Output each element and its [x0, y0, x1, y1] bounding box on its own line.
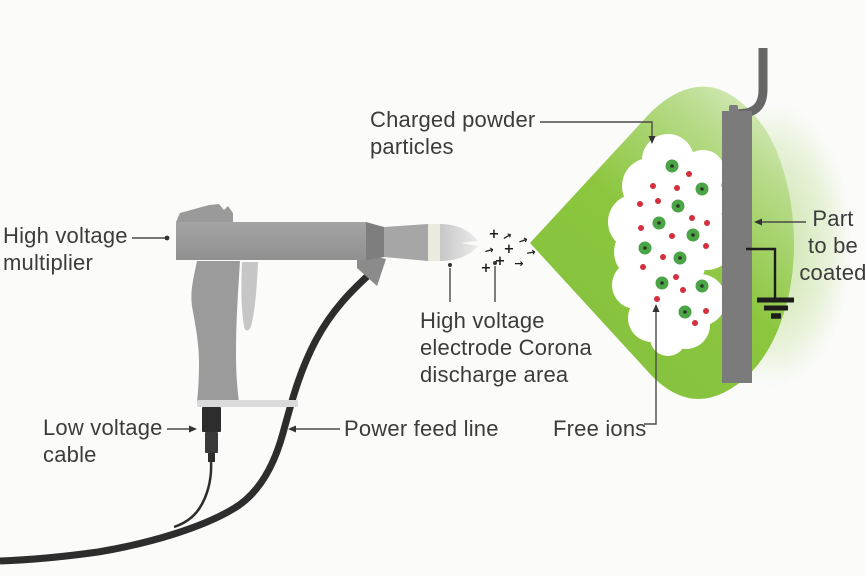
ion-arrow-glyph: → — [517, 233, 530, 248]
barrel-end — [366, 222, 384, 260]
powder-particle — [678, 305, 692, 319]
corona-discharge-ions: +→→+→+→→+ — [481, 227, 537, 276]
free-ion-dot — [689, 215, 695, 221]
free-ion-dot — [654, 296, 660, 302]
label-charged-powder-particles: Charged powder particles — [370, 107, 536, 159]
free-ion-dot — [637, 201, 643, 207]
gun-barrel — [176, 222, 367, 260]
gun-top-piece — [176, 204, 233, 222]
free-ion-dot — [650, 183, 656, 189]
powder-particle — [695, 182, 709, 196]
powder-particle — [695, 279, 709, 293]
positive-ion-glyph: + — [504, 242, 515, 257]
free-ion-dot — [660, 254, 666, 260]
leader-charged-powder — [540, 121, 656, 144]
label-power-feed-line: Power feed line — [344, 416, 499, 441]
gun-trigger — [241, 262, 258, 331]
free-ion-dot — [638, 225, 644, 231]
nozzle-tip — [440, 224, 478, 261]
positive-ion-glyph: + — [489, 227, 500, 242]
powder-particle — [638, 241, 652, 255]
label-part-to-be-coated: Part to be coated — [799, 206, 865, 285]
powder-particle — [655, 276, 669, 290]
powder-particle — [665, 159, 679, 173]
free-ion-dot — [692, 320, 698, 326]
leader-part-to-be-coated — [754, 218, 806, 226]
powder-particle — [671, 199, 685, 213]
label-free-ions: Free ions — [553, 416, 647, 441]
leader-high-voltage-electrode — [448, 261, 497, 302]
free-ion-dot — [686, 171, 692, 177]
free-ion-dot — [669, 233, 675, 239]
spray-gun — [0, 204, 478, 565]
positive-ion-glyph: + — [495, 254, 506, 269]
ion-arrow-glyph: → — [514, 257, 523, 270]
positive-ion-glyph: + — [481, 261, 492, 276]
handle-base-plate — [197, 400, 298, 407]
nozzle-band — [428, 224, 440, 261]
free-ion-dot — [673, 274, 679, 280]
nozzle-body — [384, 224, 428, 261]
free-ion-dot — [703, 243, 709, 249]
low-voltage-cable-line — [173, 461, 213, 529]
free-ion-dot — [674, 185, 680, 191]
powder-particle — [686, 228, 700, 242]
leader-high-voltage-multiplier — [132, 235, 170, 241]
gun-handle — [191, 261, 240, 402]
free-ion-dot — [704, 220, 710, 226]
cable-boot — [357, 252, 386, 286]
powder-particle — [652, 216, 666, 230]
free-ion-dot — [655, 198, 661, 204]
ground-symbol — [746, 247, 794, 319]
leader-power-feed-line — [288, 425, 340, 433]
power-feed-cable — [0, 269, 375, 565]
coated-part-bar — [722, 111, 752, 383]
free-ion-dot — [703, 308, 709, 314]
label-low-voltage-cable: Low voltage cable — [43, 415, 163, 467]
label-high-voltage-electrode: High voltage electrode Corona discharge … — [420, 308, 592, 387]
leader-lines — [132, 121, 806, 433]
ion-arrow-glyph: → — [483, 243, 495, 258]
charged-powder-particles — [638, 159, 709, 319]
leader-free-ions — [644, 304, 660, 425]
powder-particle — [673, 251, 687, 265]
label-high-voltage-multiplier: High voltage multiplier — [3, 223, 128, 275]
leader-low-voltage-cable — [167, 425, 197, 433]
ion-arrow-glyph: → — [525, 245, 536, 259]
free-ion-dot — [640, 264, 646, 270]
free-ion-dot — [680, 287, 686, 293]
free-ion-particles — [637, 171, 710, 326]
low-voltage-connector — [202, 407, 221, 462]
